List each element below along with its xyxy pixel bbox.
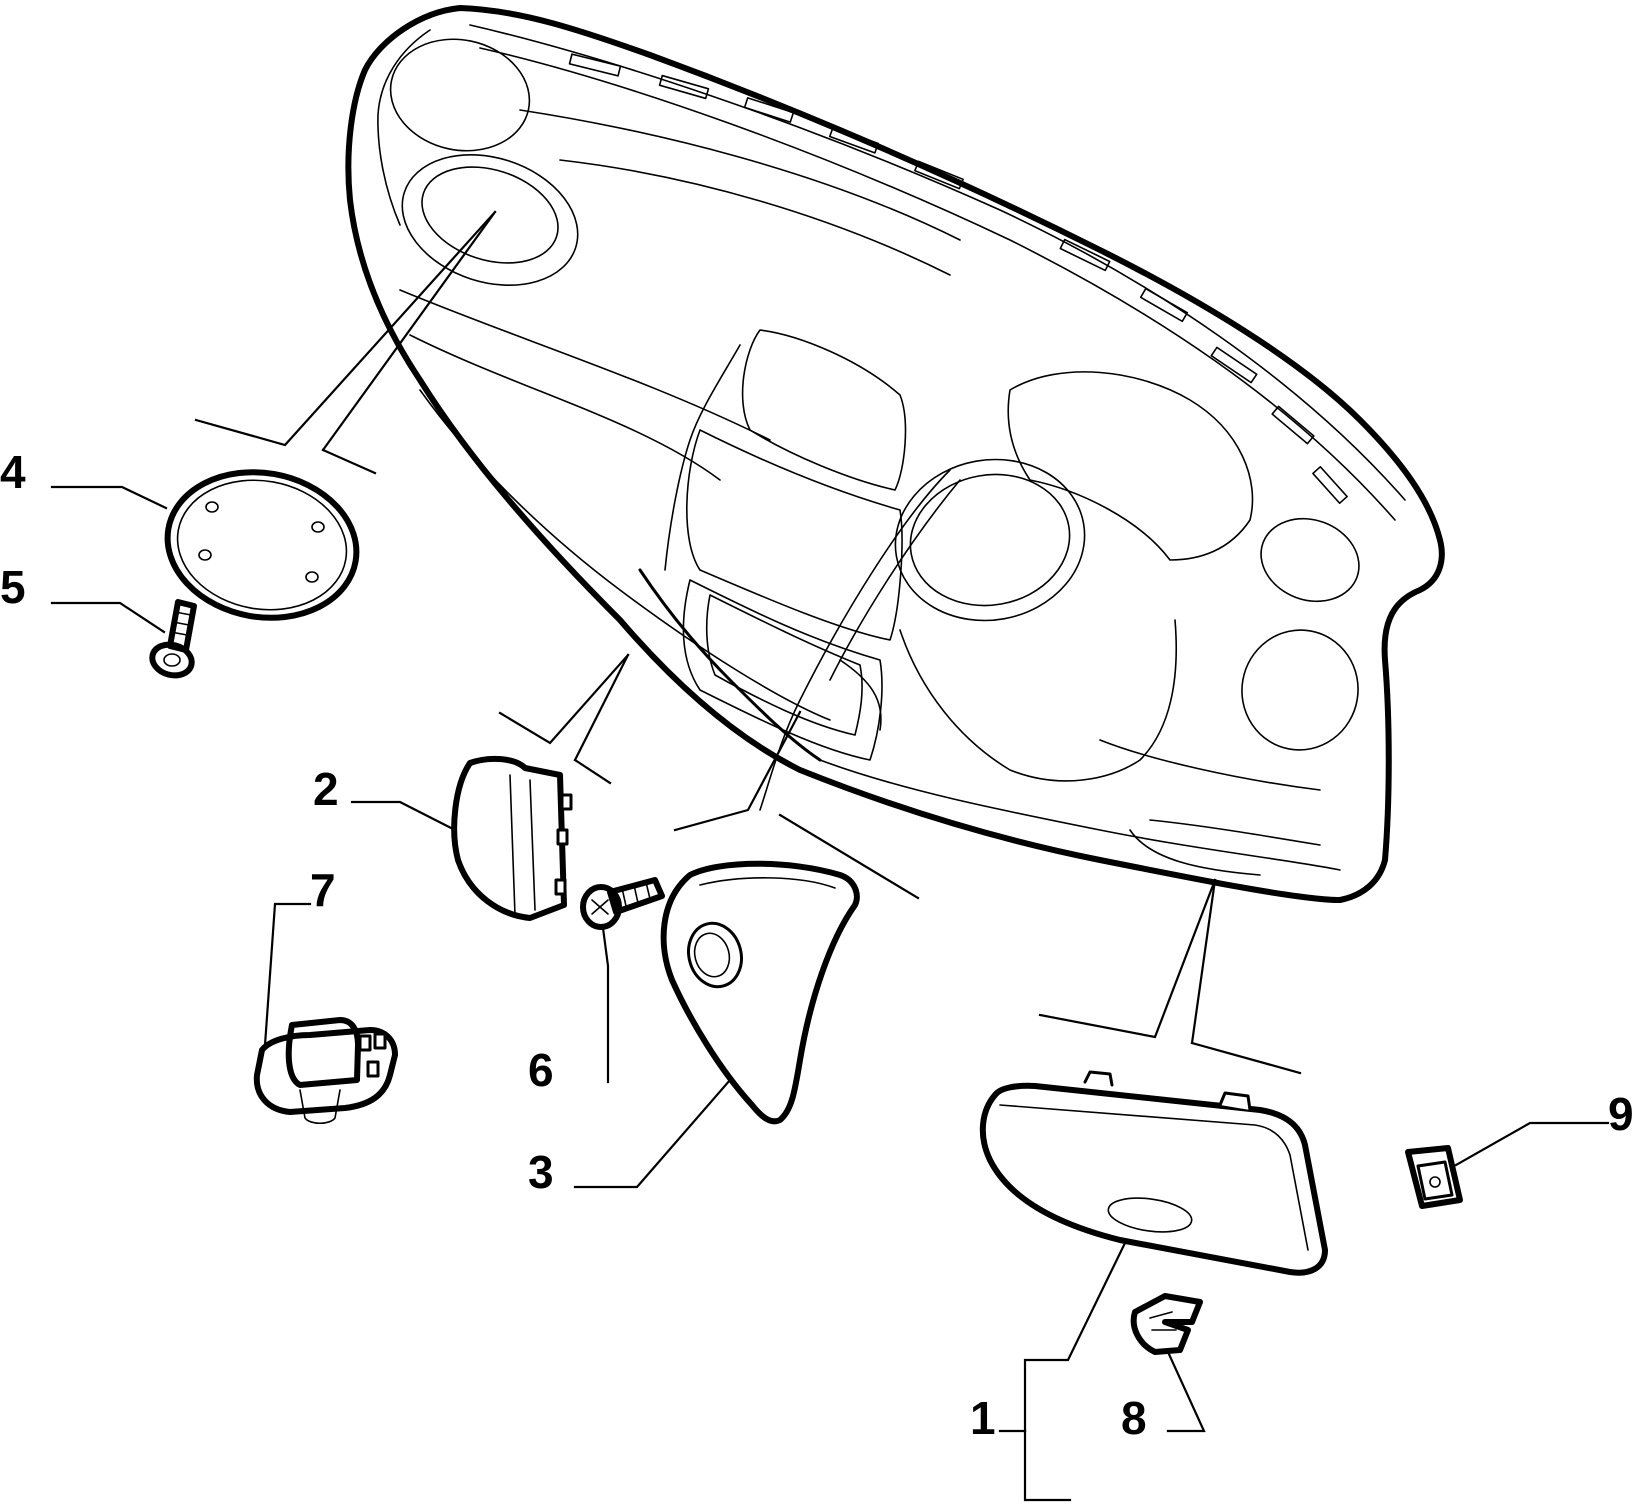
part-6-screw [580, 877, 665, 930]
callout-6: 6 [528, 1044, 554, 1096]
part-8-spring-clip [1130, 1293, 1203, 1355]
part-2-end-cap [451, 755, 573, 921]
part-5-bolt [149, 599, 197, 679]
part-9-clip-nut [1405, 1145, 1463, 1209]
explosion-guide-lines [194, 210, 1302, 1075]
callout-1: 1 [970, 1392, 996, 1444]
callout-5: 5 [0, 561, 26, 613]
callout-labels: 4 5 2 7 6 3 1 8 9 [0, 446, 1634, 1444]
dashboard-illustration [345, 5, 1445, 903]
part-4-round-cover-plate [164, 469, 360, 621]
part-3-trim-cover [660, 860, 860, 1125]
callout-3: 3 [528, 1146, 554, 1198]
callout-8: 8 [1121, 1392, 1147, 1444]
defroster-vents [568, 53, 1348, 505]
callout-4: 4 [0, 446, 26, 498]
callout-2: 2 [313, 763, 339, 815]
part-1-glovebox-lid [979, 1070, 1328, 1276]
callout-9: 9 [1608, 1088, 1634, 1140]
callout-leaders [50, 485, 1610, 1502]
part-7-switch-connector [253, 1017, 398, 1125]
callout-7: 7 [310, 864, 336, 916]
